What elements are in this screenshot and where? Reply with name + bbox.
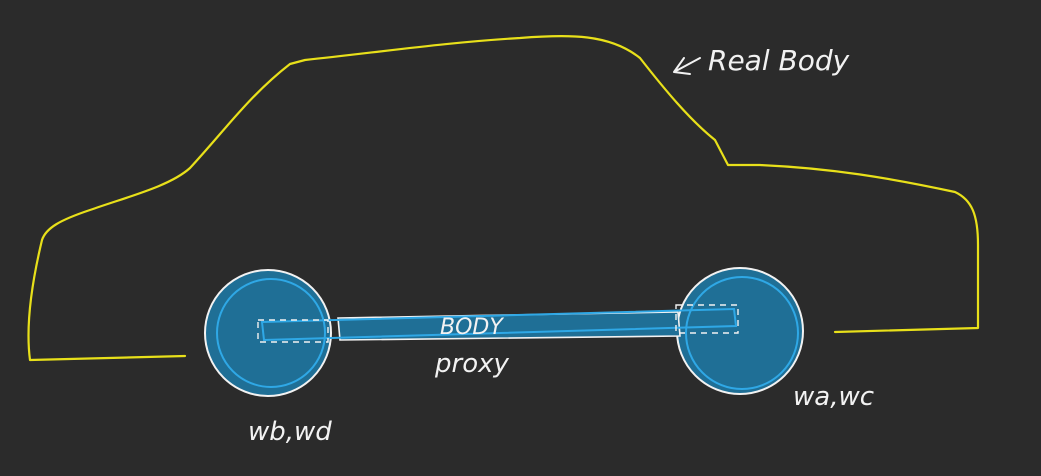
arrow-icon xyxy=(674,58,700,74)
body-label: BODY xyxy=(440,315,504,340)
real-body-label: Real Body xyxy=(708,44,850,77)
rear-wheel xyxy=(205,270,331,396)
front-wheels-label: wa,wc xyxy=(793,382,874,412)
rear-wheels-label: wb,wd xyxy=(248,417,332,447)
real-body-outline xyxy=(29,36,979,360)
front-wheel xyxy=(677,268,803,394)
proxy-label: proxy xyxy=(434,349,509,379)
